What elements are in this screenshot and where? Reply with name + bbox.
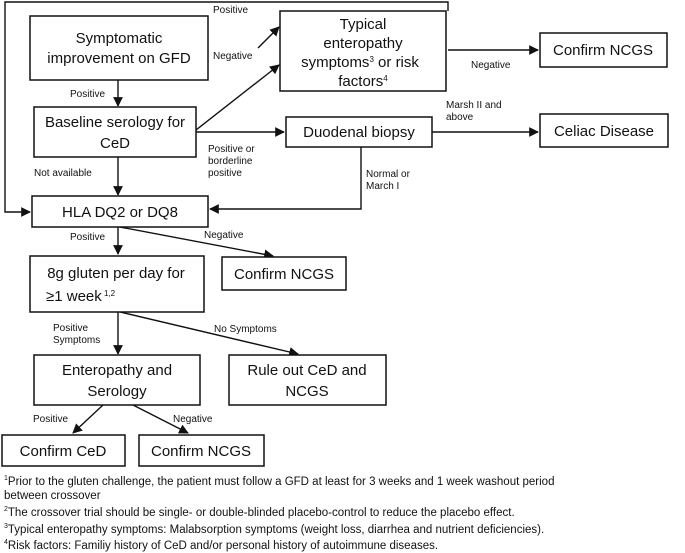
edge-symptomatic-to-typical: [257, 26, 280, 49]
label-negative-enteropathy: Negative: [173, 414, 213, 425]
flowchart: Symptomatic improvement on GFD Typical e…: [1, 1, 669, 467]
edge-enteropathy-to-confirm-ced: [72, 404, 104, 434]
svg-text:HLA DQ2 or DQ8: HLA DQ2 or DQ8: [62, 204, 178, 221]
svg-text:Rule out CeD and: Rule out CeD and: [247, 362, 366, 379]
label-positive-enteropathy: Positive: [33, 414, 68, 425]
svg-text:positive: positive: [208, 168, 242, 179]
svg-text:Confirm CeD: Confirm CeD: [20, 443, 107, 460]
svg-text:Typical: Typical: [340, 16, 387, 33]
svg-text:Confirm NCGS: Confirm NCGS: [234, 266, 334, 283]
svg-text:NCGS: NCGS: [285, 383, 328, 400]
label-positive-symptoms: Positive: [53, 323, 88, 334]
footnote-2: 2The crossover trial should be single- o…: [4, 505, 515, 519]
node-confirm-ncgs-bottom: Confirm NCGS: [138, 434, 265, 467]
node-symptomatic-improvement: Symptomatic improvement on GFD: [29, 15, 209, 81]
label-not-available: Not available: [34, 168, 92, 179]
footnote-3: 3Typical enteropathy symptoms: Malabsorp…: [4, 522, 545, 536]
svg-text:Enteropathy and: Enteropathy and: [62, 362, 172, 379]
node-enteropathy-serology: Enteropathy and Serology: [33, 354, 201, 406]
footnotes: 1Prior to the gluten challenge, the pati…: [4, 472, 680, 553]
svg-text:enteropathy: enteropathy: [323, 35, 403, 52]
node-duodenal-biopsy: Duodenal biopsy: [285, 116, 433, 148]
label-negative-typical: Negative: [471, 60, 511, 71]
edge-labels: Positive Negative Negative Positive Posi…: [33, 5, 511, 425]
nodes: Symptomatic improvement on GFD Typical e…: [1, 10, 669, 467]
edge-enteropathy-to-confirm-ncgs: [132, 404, 189, 434]
label-positive-top: Positive: [213, 5, 248, 16]
label-positive-borderline: Positive or: [208, 144, 255, 155]
svg-text:≥1 week 1,2: ≥1 week 1,2: [46, 288, 116, 305]
footnote-1-continued: between crossover: [4, 489, 101, 502]
label-normal-march: Normal or: [366, 169, 411, 180]
svg-text:8g gluten per day for: 8g gluten per day for: [47, 265, 185, 282]
svg-text:borderline: borderline: [208, 156, 253, 167]
svg-text:Symptoms: Symptoms: [53, 335, 100, 346]
node-rule-out: Rule out CeD and NCGS: [228, 354, 387, 406]
connectors: [4, 1, 539, 434]
node-baseline-serology: Baseline serology for CeD: [33, 106, 197, 158]
footnote-1: 1Prior to the gluten challenge, the pati…: [4, 475, 555, 488]
svg-text:Celiac Disease: Celiac Disease: [554, 123, 654, 140]
svg-text:improvement on GFD: improvement on GFD: [47, 50, 191, 67]
svg-text:Symptomatic: Symptomatic: [76, 30, 163, 47]
label-negative-hla: Negative: [204, 230, 244, 241]
node-celiac-disease: Celiac Disease: [539, 113, 669, 148]
svg-text:Baseline serology for: Baseline serology for: [45, 114, 185, 131]
node-typical-enteropathy: Typical enteropathy symptoms3 or risk fa…: [279, 10, 447, 92]
svg-text:Confirm NCGS: Confirm NCGS: [553, 42, 653, 59]
svg-text:above: above: [446, 112, 474, 123]
label-negative-symptomatic: Negative: [213, 51, 253, 62]
edge-gluten-to-rule-out: [119, 311, 299, 357]
svg-text:Duodenal biopsy: Duodenal biopsy: [303, 124, 415, 141]
svg-text:Serology: Serology: [87, 383, 147, 400]
node-confirm-ced: Confirm CeD: [1, 434, 126, 467]
label-no-symptoms: No Symptoms: [214, 324, 277, 335]
label-positive-hla: Positive: [70, 232, 105, 243]
node-confirm-ncgs-mid: Confirm NCGS: [221, 256, 347, 291]
edge-hla-to-confirm-ncgs: [119, 226, 274, 260]
node-hla: HLA DQ2 or DQ8: [31, 195, 209, 228]
edge-baseline-to-typical: [195, 64, 280, 131]
footnote-4: 4Risk factors: Familiy history of CeD an…: [4, 539, 439, 553]
svg-text:CeD: CeD: [100, 135, 130, 152]
edge-typical-to-hla-positive: [4, 1, 449, 217]
svg-text:Confirm NCGS: Confirm NCGS: [151, 443, 251, 460]
node-confirm-ncgs-top: Confirm NCGS: [539, 32, 668, 68]
node-gluten-challenge: 8g gluten per day for ≥1 week 1,2: [29, 255, 205, 313]
svg-text:symptoms3 or risk: symptoms3 or risk: [301, 54, 419, 71]
svg-text:March I: March I: [366, 181, 399, 192]
edge-biopsy-to-hla: [209, 147, 362, 214]
label-marsh: Marsh II and: [446, 100, 502, 111]
svg-text:factors4: factors4: [338, 73, 388, 90]
label-positive-symptomatic: Positive: [70, 89, 105, 100]
